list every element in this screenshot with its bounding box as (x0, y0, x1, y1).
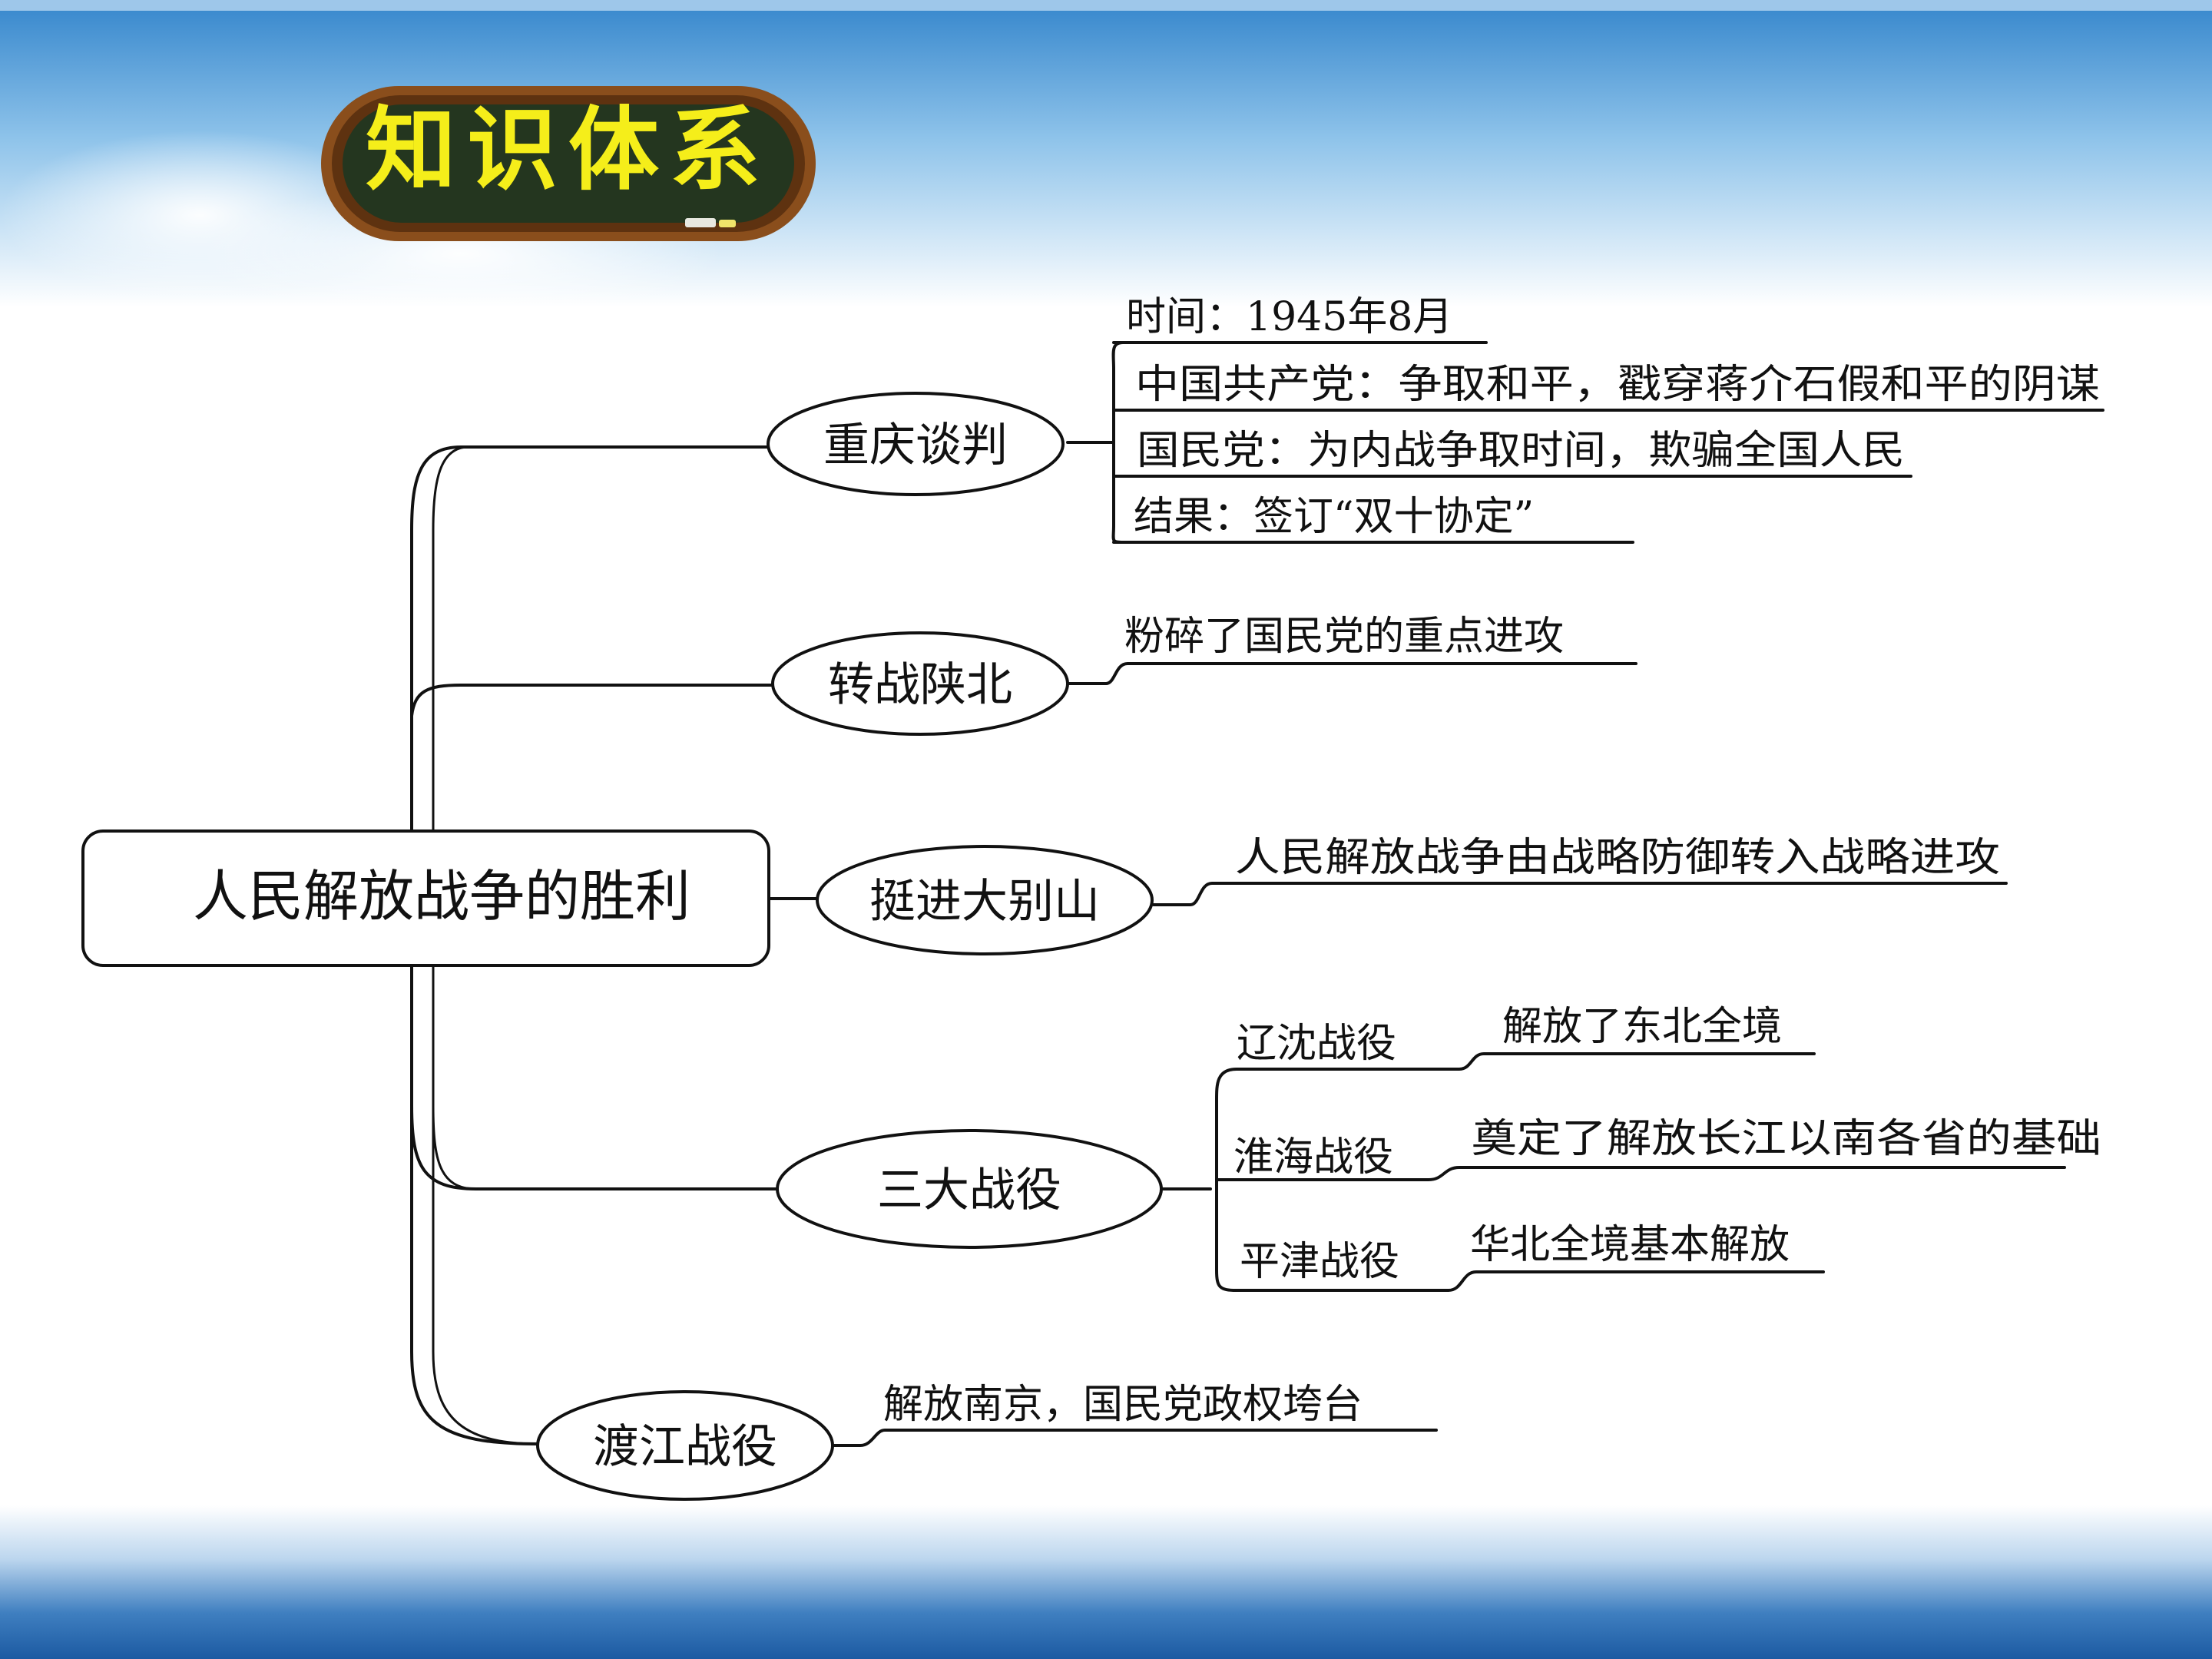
sanda-bracket (1215, 1068, 1238, 1292)
chongqing-bracket (1111, 341, 1124, 544)
trunk-inner-line (432, 960, 478, 1190)
sea-background (0, 1505, 2212, 1659)
branch-ellipse (816, 845, 1154, 955)
badge-board (343, 104, 794, 223)
huaihai-detail: 奠定了解放长江以南各省的基础 (1472, 1116, 2101, 1162)
detail-texts: 时间：1945年8月 中国共产党：争取和平，戳穿蒋介石假和平的阴谋 国民党：为内… (883, 294, 2101, 1428)
badge-title: 知识体系 (366, 97, 771, 203)
title-badge: 知识体系 (321, 86, 816, 241)
trunk-to-dujiang (410, 1104, 539, 1445)
liaoshen-label: 辽沈战役 (1237, 1021, 1396, 1067)
pingjin-line (1235, 1270, 1825, 1292)
huaihai-label: 淮海战役 (1233, 1134, 1393, 1181)
trunk-inner-line (432, 445, 470, 831)
branch-node-chongqing: 重庆谈判 (767, 392, 1065, 496)
dabie-detail-line (1152, 882, 2008, 906)
branch-label: 转战陕北 (828, 658, 1012, 712)
chongqing-kmt: 国民党：为内战争取时间，欺骗全国人民 (1137, 428, 1905, 474)
trunk-to-sanda (410, 960, 777, 1190)
dujiang-detail-line (831, 1429, 1438, 1447)
dabie-detail: 人民解放战争由战略防御转入战略进攻 (1235, 835, 2000, 881)
liaoshen-detail: 解放了东北全境 (1502, 1004, 1782, 1050)
trunk-to-shanbei (410, 684, 776, 717)
trunk-inner-line (432, 1104, 539, 1445)
branch-label: 挺进大别山 (869, 875, 1100, 929)
chongqing-time: 时间：1945年8月 (1126, 294, 1452, 340)
pingjin-detail: 华北全境基本解放 (1470, 1222, 1790, 1268)
connector-lines (410, 341, 2104, 1447)
chongqing-cpc: 中国共产党：争取和平，戳穿蒋介石假和平的阴谋 (1135, 362, 2100, 408)
huaihai-line (1215, 1166, 2066, 1181)
branch-ellipse (776, 1129, 1163, 1249)
branch-node-dabie: 挺进大别山 (816, 845, 1154, 955)
shanbei-detail: 粉碎了国民党的重点进攻 (1124, 614, 1564, 660)
shanbei-detail-line (1066, 662, 1637, 685)
root-box (81, 830, 770, 967)
branch-ellipse (771, 631, 1069, 736)
trunk-to-chongqing (410, 445, 773, 831)
branch-node-shanbei: 转战陕北 (771, 631, 1069, 736)
dujiang-detail: 解放南京，国民党政权垮台 (883, 1382, 1363, 1428)
top-strip (0, 0, 2212, 11)
branch-ellipse (767, 392, 1065, 496)
branch-label: 重庆谈判 (823, 419, 1008, 472)
pingjin-label: 平津战役 (1240, 1239, 1399, 1285)
branch-label: 渡江战役 (593, 1420, 777, 1474)
root-node: 人民解放战争的胜利 (81, 830, 770, 967)
branch-node-dujiang: 渡江战役 (536, 1390, 834, 1501)
branch-label: 三大战役 (877, 1164, 1061, 1217)
branch-node-sanda: 三大战役 (776, 1129, 1163, 1249)
chalk-icon (685, 218, 716, 227)
root-label: 人民解放战争的胜利 (193, 864, 690, 929)
chongqing-result: 结果：签订“双十协定” (1134, 494, 1534, 540)
chalk-icon (719, 220, 736, 227)
branch-ellipse (536, 1390, 834, 1501)
liaoshen-line (1235, 1052, 1816, 1071)
